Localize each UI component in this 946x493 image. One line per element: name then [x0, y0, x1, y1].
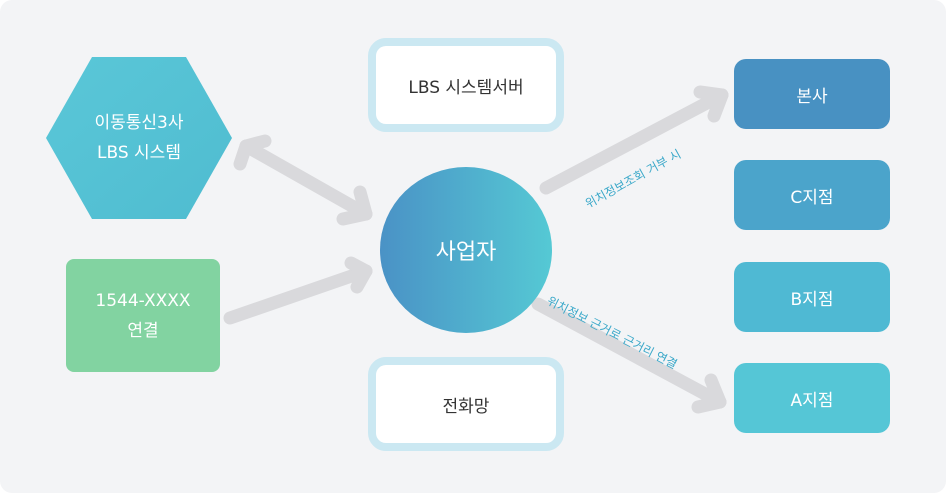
- phone-number-node: 1544-XXXX 연결: [66, 259, 220, 372]
- business-node: 사업자: [380, 167, 552, 333]
- lbs-server-label: LBS 시스템서버: [408, 77, 524, 98]
- telecom-line1: 이동통신3사: [94, 113, 184, 133]
- branch-c-node: C지점: [734, 160, 890, 230]
- business-hq-arrow: [539, 85, 729, 195]
- business-label: 사업자: [435, 240, 497, 265]
- branch-hq-node: 본사: [734, 59, 890, 129]
- phone-number-line1: 1544-XXXX: [95, 290, 191, 311]
- branch-hq-label: 본사: [796, 86, 828, 107]
- hexagon-shape: [46, 57, 232, 219]
- branch-b-node: B지점: [734, 262, 890, 332]
- telecom-lbs-system-node: 이동통신3사 LBS 시스템: [46, 57, 232, 219]
- phone-network-label: 전화망: [442, 396, 490, 417]
- branch-a-label: A지점: [790, 390, 834, 411]
- phone-network-node: 전화망: [368, 357, 564, 451]
- telecom-label: 이동통신3사 LBS 시스템: [94, 108, 183, 168]
- branch-b-label: B지점: [790, 289, 834, 310]
- telecom-business-arrow: [233, 134, 373, 226]
- telecom-line2: LBS 시스템: [97, 143, 181, 163]
- lbs-server-node: LBS 시스템서버: [368, 38, 564, 132]
- branch-c-label: C지점: [790, 187, 834, 208]
- phone-business-arrow: [223, 256, 373, 325]
- business-branch-a-arrow: [531, 297, 727, 414]
- branch-a-node: A지점: [734, 363, 890, 433]
- phone-number-line2: 연결: [127, 320, 159, 341]
